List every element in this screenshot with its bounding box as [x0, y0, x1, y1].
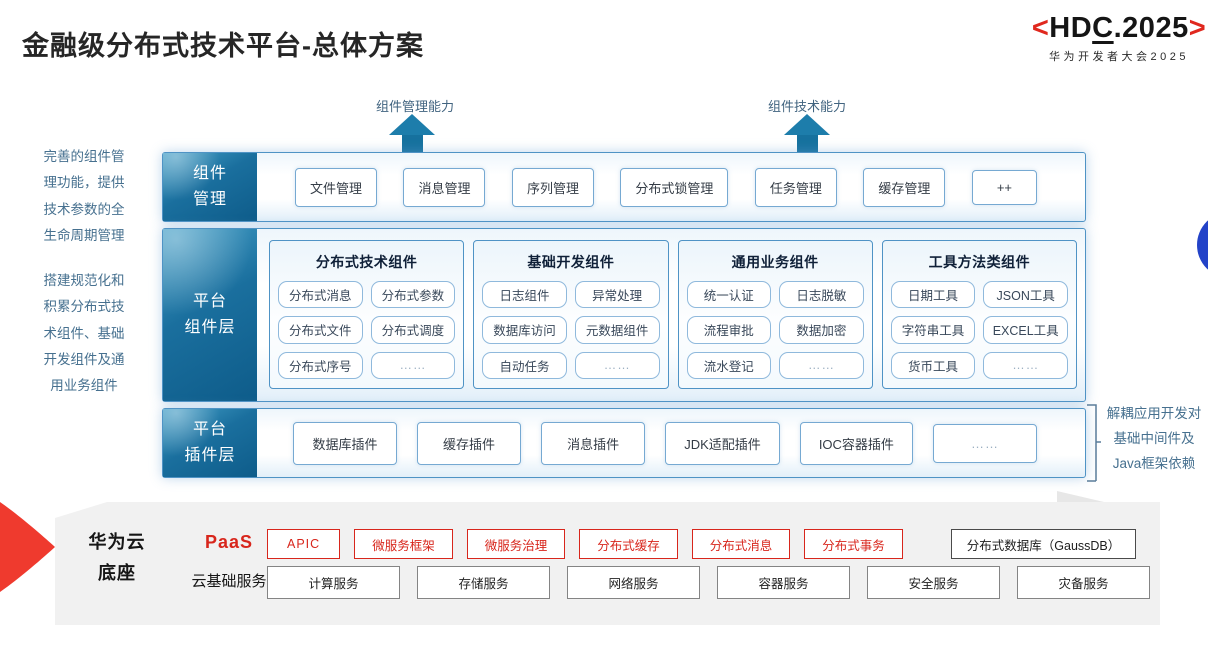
- component-box: 缓存管理: [863, 167, 946, 207]
- component-pill: JSON工具: [983, 281, 1068, 309]
- note-component-mgmt: 完善的组件管 理功能，提供 技术参数的全 生命周期管理: [43, 149, 125, 243]
- logo-subtitle: 华为开发者大会2025: [1049, 51, 1189, 63]
- component-pill: 流程审批: [686, 316, 772, 344]
- group-grid: 统一认证 日志脱敏 流程审批 数据加密 流水登记 ……: [686, 281, 864, 379]
- up-arrow-stem: [797, 135, 818, 153]
- layer-content: 文件管理 消息管理 序列管理 分布式锁管理 任务管理 缓存管理 ++: [257, 153, 1085, 221]
- component-pill: 自动任务: [482, 351, 567, 379]
- component-pill: 分布式文件: [278, 316, 363, 344]
- layer-component-mgmt: 组件 管理 文件管理 消息管理 序列管理 分布式锁管理 任务管理 缓存管理 ++: [162, 152, 1086, 222]
- bracket-icon: [1087, 404, 1101, 482]
- component-pill-more: ……: [779, 351, 864, 379]
- component-group-distributed: 分布式技术组件 分布式消息 分布式参数 分布式文件 分布式调度 分布式序号 ……: [269, 240, 465, 389]
- layer-label: 平台 插件层: [163, 409, 257, 477]
- component-group-business: 通用业务组件 统一认证 日志脱敏 流程审批 数据加密 流水登记 ……: [677, 240, 873, 389]
- logo-right-bracket-icon: >: [1188, 12, 1207, 44]
- component-pill: 字符串工具: [890, 316, 976, 344]
- group-title: 分布式技术组件: [315, 254, 418, 270]
- cloud-services-label: 云基础服务: [191, 573, 267, 590]
- plugin-box: 数据库插件: [293, 421, 397, 465]
- paas-service-box: 分布式缓存: [579, 529, 678, 559]
- arrow-label-mgmt: 组件管理能力: [375, 99, 454, 114]
- component-pill: 货币工具: [890, 351, 976, 379]
- component-pill: 日期工具: [890, 281, 976, 309]
- cloud-service-box: 网络服务: [567, 566, 700, 599]
- component-pill: 分布式序号: [278, 351, 363, 379]
- group-title: 工具方法类组件: [928, 254, 1031, 270]
- component-box: 文件管理: [295, 167, 378, 207]
- layer-label: 平台 组件层: [163, 229, 257, 401]
- hdc-logo-text: <HDC.2025>: [1030, 12, 1208, 45]
- group-title: 基础开发组件: [527, 254, 615, 270]
- logo-name-year: .2025: [1113, 12, 1189, 44]
- logo-left-bracket-icon: <: [1031, 12, 1050, 44]
- group-grid: 日志组件 异常处理 数据库访问 元数据组件 自动任务 ……: [482, 281, 660, 379]
- component-box-more: ++: [971, 169, 1037, 205]
- component-pill: 流水登记: [686, 351, 772, 379]
- component-box: 消息管理: [403, 167, 486, 207]
- base-title: 华为云 底座: [88, 532, 146, 583]
- up-arrow-icon: [389, 114, 435, 135]
- component-group-tools: 工具方法类组件 日期工具 JSON工具 字符串工具 EXCEL工具 货币工具 ……: [881, 240, 1077, 389]
- plugin-box: IOC容器插件: [799, 421, 913, 465]
- edge-circle-decoration: [1197, 212, 1208, 278]
- cloud-service-box: 存储服务: [417, 566, 550, 599]
- component-pill: 元数据组件: [574, 316, 660, 344]
- component-box: 序列管理: [511, 167, 594, 207]
- component-pill: 分布式参数: [370, 281, 456, 309]
- component-group-basic-dev: 基础开发组件 日志组件 异常处理 数据库访问 元数据组件 自动任务 ……: [473, 240, 669, 389]
- component-pill: 数据加密: [779, 316, 864, 344]
- note-plugins-decouple: 解耦应用开发对 基础中间件及 Java框架依赖: [1106, 406, 1202, 471]
- up-arrow-stem: [402, 135, 423, 153]
- logo-name: HD: [1049, 12, 1093, 44]
- component-pill: 日志组件: [482, 281, 567, 309]
- component-pill: 分布式调度: [370, 316, 456, 344]
- layer-content: 分布式技术组件 分布式消息 分布式参数 分布式文件 分布式调度 分布式序号 ………: [257, 229, 1085, 401]
- cloud-service-box: 容器服务: [717, 566, 850, 599]
- plugin-box: 消息插件: [541, 421, 646, 465]
- gaussdb-box: 分布式数据库（GaussDB）: [950, 529, 1137, 559]
- paas-service-box: 分布式事务: [804, 529, 903, 559]
- paas-service-box: APIC: [267, 529, 341, 559]
- logo-name-c: C: [1092, 12, 1114, 44]
- red-pointer-icon: [0, 502, 55, 592]
- component-pill: 数据库访问: [482, 316, 567, 344]
- cloud-service-box: 计算服务: [267, 566, 400, 599]
- huawei-cloud-base: 华为云 底座 PaaS APIC 微服务框架 微服务治理 分布式缓存 分布式消息…: [55, 502, 1160, 625]
- component-pill-more: ……: [574, 351, 660, 379]
- paas-service-box: 微服务治理: [466, 529, 566, 559]
- group-grid: 日期工具 JSON工具 字符串工具 EXCEL工具 货币工具 ……: [890, 281, 1068, 379]
- component-pill-more: ……: [370, 351, 456, 379]
- component-box: 分布式锁管理: [620, 167, 729, 207]
- layer-platform-components: 平台 组件层 分布式技术组件 分布式消息 分布式参数 分布式文件 分布式调度 分…: [162, 228, 1086, 402]
- layer-label: 组件 管理: [163, 153, 257, 221]
- component-pill-more: ……: [983, 351, 1068, 379]
- layer-platform-plugins: 平台 插件层 数据库插件 缓存插件 消息插件 JDK适配插件 IOC容器插件 ……: [162, 408, 1086, 478]
- arrow-label-tech: 组件技术能力: [767, 99, 846, 114]
- base-fold-decoration: [1057, 491, 1104, 502]
- plugin-box: 缓存插件: [417, 421, 522, 465]
- note-platform-components: 搭建规范化和 积累分布式技 术组件、基础 开发组件及通 用业务组件: [43, 273, 125, 394]
- paas-service-box: 分布式消息: [691, 529, 791, 559]
- up-arrow-icon: [784, 114, 830, 135]
- page-title: 金融级分布式技术平台-总体方案: [22, 31, 424, 61]
- cloud-services-row: 计算服务 存储服务 网络服务 容器服务 安全服务 灾备服务: [267, 566, 1150, 599]
- cloud-service-box: 灾备服务: [1017, 566, 1150, 599]
- group-title: 通用业务组件: [731, 254, 819, 270]
- cloud-service-box: 安全服务: [867, 566, 1000, 599]
- component-pill: 异常处理: [574, 281, 660, 309]
- component-pill: EXCEL工具: [983, 316, 1068, 344]
- paas-services-row: APIC 微服务框架 微服务治理 分布式缓存 分布式消息 分布式事务 分布式数据…: [267, 529, 1137, 559]
- paas-label: PaaS: [204, 532, 254, 552]
- component-box: 任务管理: [754, 167, 837, 207]
- plugin-box-more: ……: [933, 423, 1037, 463]
- component-pill: 日志脱敏: [779, 281, 864, 309]
- layer-content: 数据库插件 缓存插件 消息插件 JDK适配插件 IOC容器插件 ……: [257, 409, 1085, 477]
- paas-service-box: 微服务框架: [354, 529, 453, 559]
- plugin-box: JDK适配插件: [665, 421, 780, 465]
- hdc-logo: <HDC.2025> 华为开发者大会2025: [1030, 12, 1208, 64]
- component-pill: 统一认证: [686, 281, 772, 309]
- component-pill: 分布式消息: [278, 281, 363, 309]
- group-grid: 分布式消息 分布式参数 分布式文件 分布式调度 分布式序号 ……: [278, 281, 456, 379]
